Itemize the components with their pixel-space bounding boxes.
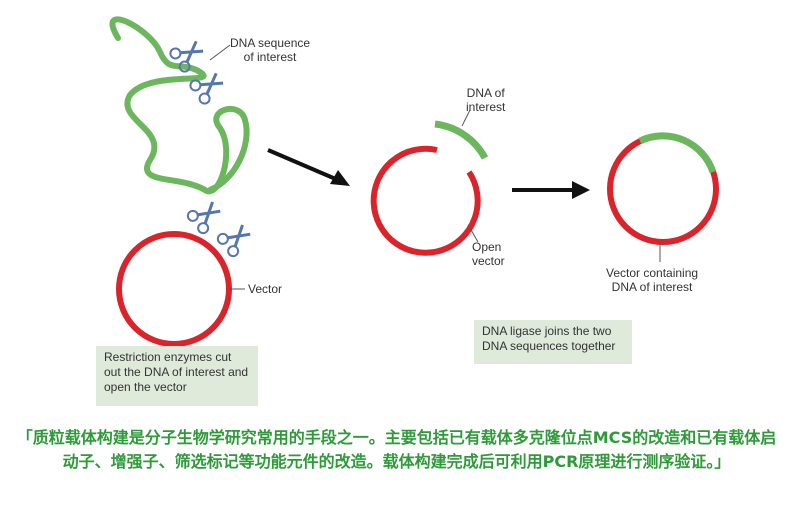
- dna-strand: [109, 16, 250, 195]
- ligase-caption-box: DNA ligase joins the two DNA sequences t…: [474, 320, 632, 364]
- dna-leader-line: [209, 44, 231, 61]
- recombinant-vector-green: [638, 132, 717, 174]
- arrow-1-head: [330, 170, 350, 186]
- open-vector-leader: [469, 227, 479, 243]
- footer-text: 「质粒载体构建是分子生物学研究常用的手段之一。主要包括已有载体多克隆位点MCS的…: [16, 428, 777, 471]
- vector-circle: [116, 231, 232, 347]
- dna-of-interest-label: DNA of interest: [466, 86, 506, 114]
- scissors-icon: [189, 72, 224, 105]
- restriction-caption-box: Restriction enzymes cut out the DNA of i…: [96, 346, 258, 406]
- vector-label: Vector: [248, 282, 283, 296]
- dna-of-interest-arc: [434, 120, 489, 160]
- vector-containing-label: Vector containing DNA of interest: [606, 266, 699, 294]
- scissors-icon: [169, 40, 204, 73]
- arrow-2-head: [572, 181, 590, 199]
- open-vector-label: Open vector: [472, 240, 505, 268]
- dna-sequence-label: DNA sequence of interest: [230, 36, 311, 64]
- open-vector-arc: [370, 145, 481, 256]
- arrow-1: [267, 148, 339, 182]
- cloning-diagram: [109, 16, 719, 347]
- scissors-icon: [216, 224, 251, 258]
- scissors-icon: [186, 201, 221, 235]
- dna-of-interest-leader: [461, 109, 471, 127]
